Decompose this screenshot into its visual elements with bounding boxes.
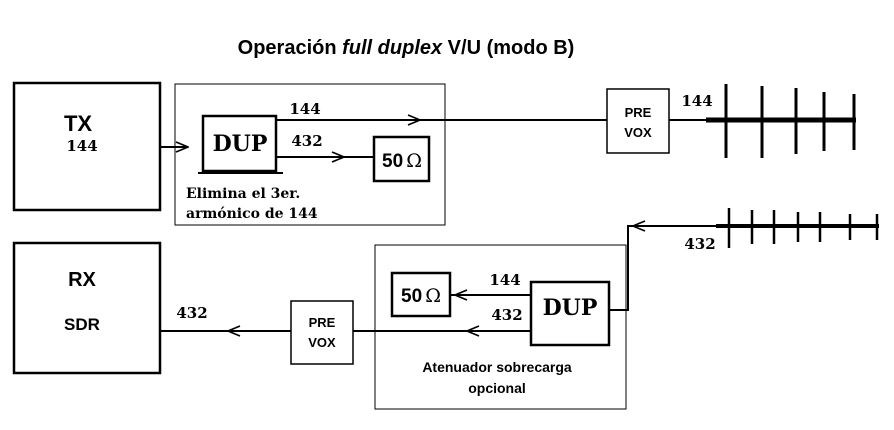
tx-dup-box	[201, 114, 278, 173]
rx-note-line2: opcional	[468, 380, 526, 396]
rx-label: RX	[68, 269, 96, 291]
tx-note-line1: Elimina el 3er.	[186, 186, 300, 202]
tx-label: TX	[64, 111, 92, 136]
rx-output-freq-label: 432	[176, 304, 207, 322]
rx-dup-box	[529, 280, 611, 347]
rx-box	[12, 241, 162, 375]
tx-freq-label: 144	[66, 137, 97, 155]
rx-antenna-freq-label: 432	[684, 235, 715, 253]
tx-filter-enclosure	[174, 83, 446, 226]
rx-prevox-line1: PRE	[309, 315, 336, 330]
rx-feed-line	[609, 225, 633, 311]
tx-144-label: 144	[289, 100, 320, 118]
rx-note-line1: Atenuador sobrecarga	[422, 359, 572, 375]
tx-note-line2: armónico de 144	[186, 206, 318, 222]
rx-144-label: 144	[489, 271, 520, 289]
tx-prevox-line1: PRE	[625, 105, 652, 120]
tx-432-label: 432	[291, 132, 322, 150]
diagram-title: Operación full duplex V/U (modo B)	[238, 37, 575, 59]
rx-load-value: 50	[401, 286, 422, 307]
rx-load-unit: Ω	[425, 285, 441, 307]
rx-dup-label: DUP	[543, 295, 598, 321]
title-suffix: V/U (modo B)	[442, 37, 574, 59]
tx-dup-label: DUP	[213, 131, 268, 157]
tx-antenna-freq-label: 144	[681, 92, 712, 110]
rx-432-label: 432	[491, 306, 522, 324]
tx-prevox-line2: VOX	[624, 125, 652, 140]
rx-load-box	[390, 271, 452, 318]
tx-load-box	[372, 135, 431, 183]
antenna-144-icon	[706, 84, 856, 158]
rx-prevox-box	[290, 300, 354, 365]
title-prefix: Operación	[238, 37, 342, 59]
tx-load-value: 50	[382, 151, 403, 172]
tx-prevox-box	[606, 88, 670, 154]
title-italic: full duplex	[342, 37, 443, 59]
antenna-432-icon	[716, 208, 879, 248]
rx-prevox-line2: VOX	[308, 335, 336, 350]
rx-sub-label: SDR	[64, 315, 100, 334]
rx-filter-enclosure	[374, 244, 627, 410]
tx-load-unit: Ω	[406, 150, 422, 172]
